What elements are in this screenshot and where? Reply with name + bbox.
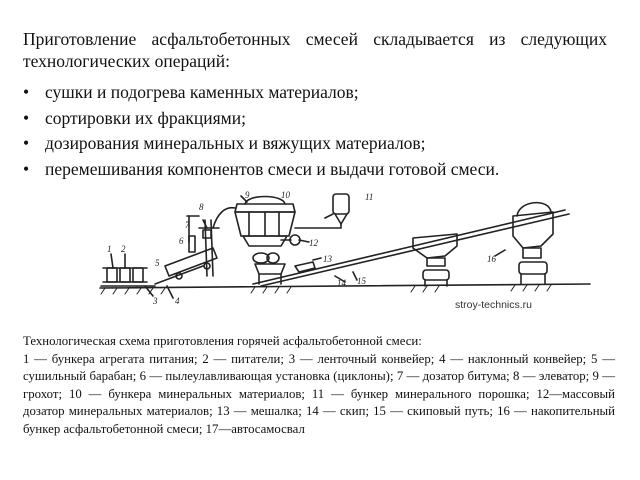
label-8: 8 (199, 202, 204, 212)
label-10: 10 (281, 190, 291, 200)
storage-bunker-2 (512, 201, 554, 285)
label-14: 14 (337, 278, 347, 288)
list-item-text: дозирования минеральных и вяжущих матери… (45, 133, 426, 153)
figure-caption: Технологическая схема приготовления горя… (23, 333, 615, 439)
label-16: 16 (487, 254, 497, 264)
label-7: 7 (185, 220, 190, 230)
intro-paragraph: Приготовление асфальтобетонных смесей ск… (23, 29, 607, 71)
skip-track (252, 209, 566, 285)
powder-bunker (294, 193, 350, 229)
inclined-conveyor (154, 265, 204, 285)
label-1: 1 (107, 244, 112, 254)
ground-line (99, 283, 591, 289)
mixing-tower (212, 195, 296, 247)
elevator (198, 219, 220, 277)
storage-bunker-1 (412, 233, 458, 287)
list-item-text: сортировки их фракциями; (45, 107, 246, 128)
bullet-icon: • (23, 158, 30, 179)
caption-body: 1 — бункера агрегата питания; 2 — питате… (23, 351, 615, 436)
process-diagram: 1 2 3 4 5 6 7 8 9 10 11 12 13 14 15 16 s… (99, 190, 591, 311)
operations-list: •сушки и подогрева каменных материалов; … (23, 80, 623, 182)
label-11: 11 (365, 192, 373, 202)
label-5: 5 (155, 258, 160, 268)
dust-collector (188, 235, 196, 253)
bullet-icon: • (23, 82, 30, 102)
ground-hatch (100, 284, 552, 295)
label-3: 3 (152, 296, 158, 306)
label-6: 6 (179, 236, 184, 246)
list-item: • сортировки их фракциями; (23, 106, 623, 132)
label-15: 15 (357, 276, 367, 286)
caption-title: Технологическая схема приготовления горя… (23, 334, 422, 348)
watermark: stroy-technics.ru (455, 299, 532, 311)
label-2: 2 (121, 244, 126, 254)
mixer (252, 252, 286, 285)
bullet-icon: • (23, 107, 30, 128)
feed-bins (102, 267, 148, 283)
list-item: • сушки и подогрева каменных материалов; (23, 80, 623, 106)
bullet-icon: • (23, 133, 30, 153)
label-4: 4 (175, 296, 180, 306)
list-item-text: сушки и подогрева каменных материалов; (45, 82, 359, 102)
list-item: • перемешивания компонентов смеси и выдач… (23, 157, 623, 183)
list-item: • дозирования минеральных и вяжущих матер… (23, 131, 623, 157)
label-13: 13 (323, 254, 333, 264)
skip (294, 261, 316, 273)
label-12: 12 (309, 238, 319, 248)
label-9: 9 (245, 190, 250, 200)
list-item-text: перемешивания компонентов смеси и выдачи… (45, 158, 500, 179)
